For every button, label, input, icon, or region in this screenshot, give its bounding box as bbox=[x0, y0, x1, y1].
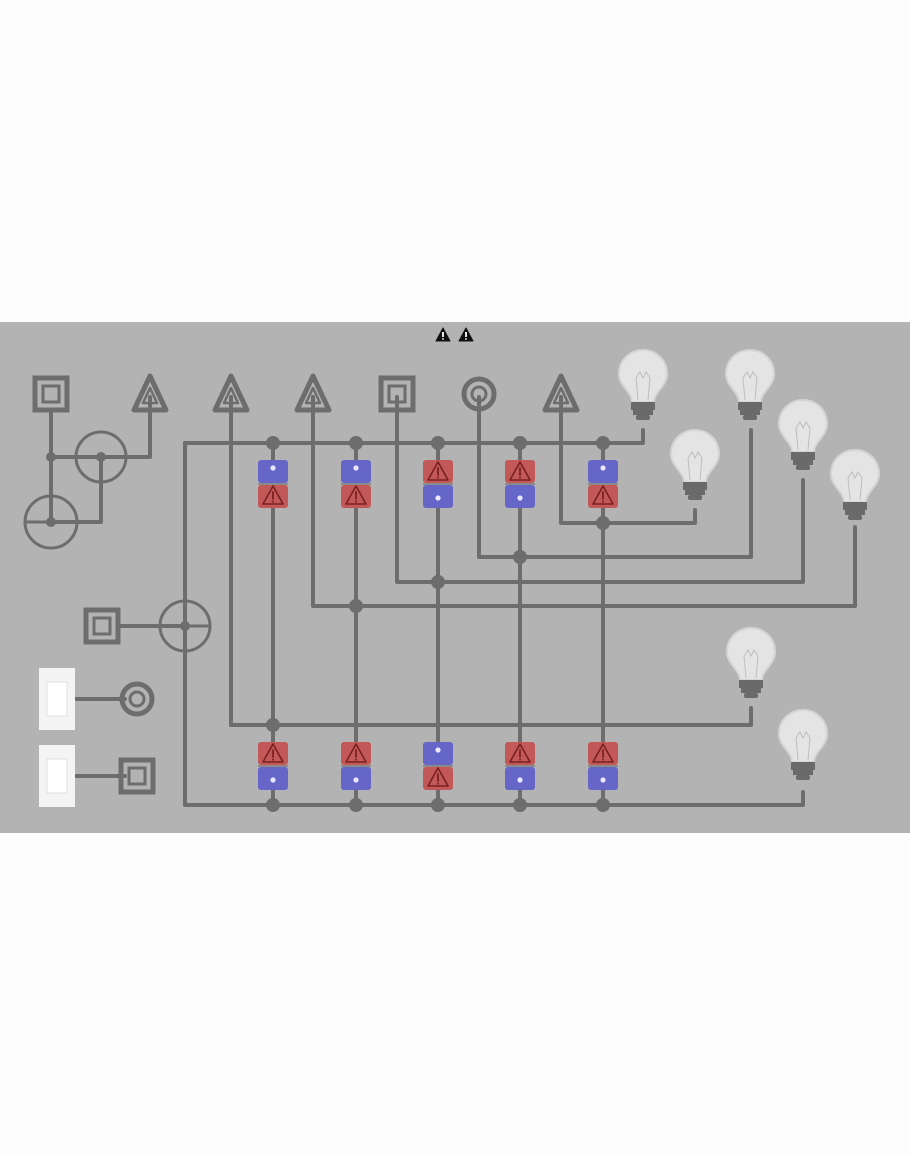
status-bar bbox=[435, 327, 474, 342]
junction-dot bbox=[513, 436, 527, 450]
upper-switch-4[interactable] bbox=[505, 460, 535, 508]
bulbs bbox=[617, 348, 881, 780]
square-symbol-icon bbox=[32, 375, 70, 413]
light-bulb-icon bbox=[725, 626, 777, 698]
wire bbox=[229, 706, 753, 727]
toggle-buttons bbox=[39, 668, 75, 807]
light-bulb-icon bbox=[724, 348, 776, 420]
junction-dot bbox=[266, 718, 280, 732]
lower-switch-4[interactable] bbox=[505, 742, 535, 790]
triangle-symbol-icon bbox=[131, 373, 169, 413]
junction-dot bbox=[431, 798, 445, 812]
circle-symbol-icon bbox=[119, 681, 155, 717]
wire bbox=[183, 428, 645, 445]
junction-dot bbox=[349, 436, 363, 450]
upper-switch-2[interactable] bbox=[341, 460, 371, 508]
square-symbol-icon bbox=[118, 757, 156, 795]
light-bulb-icon bbox=[777, 398, 829, 470]
wire bbox=[183, 441, 805, 807]
wire bbox=[477, 395, 753, 559]
junction-dot bbox=[266, 798, 280, 812]
wire bbox=[395, 395, 805, 584]
lower-switch-1[interactable] bbox=[258, 742, 288, 790]
triangle-symbol-icon bbox=[212, 373, 250, 413]
wire bbox=[311, 395, 857, 608]
toggle-button-2[interactable] bbox=[39, 745, 75, 807]
junction-dot bbox=[349, 798, 363, 812]
logic-gate bbox=[74, 430, 128, 484]
upper-switch-3[interactable] bbox=[423, 460, 453, 508]
junction-dot bbox=[349, 599, 363, 613]
logic-gates bbox=[23, 430, 212, 653]
junction-dot bbox=[596, 798, 610, 812]
lower-switch-3[interactable] bbox=[423, 742, 453, 790]
upper-switch-5[interactable] bbox=[588, 460, 618, 508]
light-bulb-icon bbox=[829, 448, 881, 520]
upper-switch-1[interactable] bbox=[258, 460, 288, 508]
wire bbox=[559, 395, 697, 525]
light-bulb-icon bbox=[669, 428, 721, 500]
junction-dot bbox=[513, 550, 527, 564]
junction-dot bbox=[596, 516, 610, 530]
puzzle-board bbox=[0, 322, 910, 833]
triangle-symbol-icon bbox=[294, 373, 332, 413]
upper-switch-row bbox=[258, 460, 618, 508]
square-symbol-icon bbox=[83, 607, 121, 645]
junctions bbox=[46, 436, 610, 812]
triangle-symbol-icon bbox=[542, 373, 580, 413]
light-bulb-icon bbox=[617, 348, 669, 420]
circuit-diagram bbox=[0, 322, 910, 833]
junction-dot bbox=[46, 452, 56, 462]
wire bbox=[99, 395, 152, 459]
warning-icon bbox=[458, 327, 474, 342]
warning-icon bbox=[435, 327, 451, 342]
junction-dot bbox=[431, 575, 445, 589]
lower-switch-2[interactable] bbox=[341, 742, 371, 790]
junction-dot bbox=[596, 436, 610, 450]
junction-dot bbox=[96, 452, 106, 462]
junction-dot bbox=[266, 436, 280, 450]
input-symbols bbox=[32, 373, 580, 795]
circle-symbol-icon bbox=[461, 376, 497, 412]
lower-switch-5[interactable] bbox=[588, 742, 618, 790]
lower-switch-row bbox=[258, 742, 618, 790]
light-bulb-icon bbox=[777, 708, 829, 780]
toggle-button-1[interactable] bbox=[39, 668, 75, 730]
square-symbol-icon bbox=[378, 375, 416, 413]
board-background bbox=[0, 322, 910, 833]
junction-dot bbox=[431, 436, 445, 450]
junction-dot bbox=[513, 798, 527, 812]
